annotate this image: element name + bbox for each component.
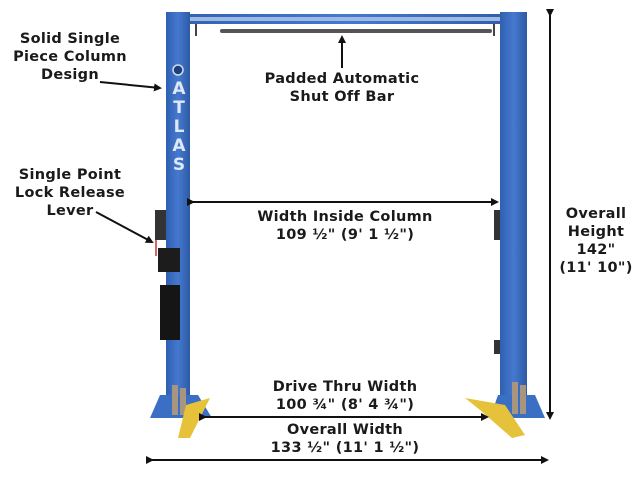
left-column [166,12,190,412]
dimension-label: Drive Thru Width [272,379,418,395]
dimension-label: Overall Width [286,422,404,438]
brand-letter: A [172,136,186,156]
overall-width-dimension: Overall Width 133 ½" (11' 1 ½") [271,421,420,457]
dimension-label: Width Inside Column [257,209,433,225]
dimension-value: 109 ½" (9' 1 ½") [275,227,415,243]
atlas-logo-icon [172,64,184,76]
power-unit [158,248,180,272]
callout-line: Solid Single [19,31,121,47]
brand-letter: T [173,98,185,118]
brand-letter: A [172,79,186,99]
callout-line: Single Point [18,167,122,183]
column-design-callout: Solid Single Piece Column Design [13,30,127,84]
column-design-arrow [99,81,162,92]
callout-line: Piece Column [13,49,127,65]
dimension-value: (11' 10") [559,260,633,276]
atlas-brand-text: A T L A S [169,80,189,175]
right-column [500,12,527,412]
width-inside-dimension: Width Inside Column 109 ½" (9' 1 ½") [257,208,432,244]
drive-thru-dimension: Drive Thru Width 100 ¾" (8' 4 ¾") [273,378,418,414]
brand-letter: S [172,155,186,175]
overall-height-dimension: Overall Height 142" (11' 10") [559,205,632,277]
dimension-value: 100 ¾" (8' 4 ¾") [275,397,415,413]
callout-line: Shut Off Bar [289,89,395,105]
dimension-value: 142" [576,242,616,258]
dimension-label: Height [567,224,625,240]
dimension-label: Overall [565,206,627,222]
lock-release-arrow [95,211,154,243]
callout-line: Lock Release [14,185,126,201]
brand-letter: L [173,117,185,137]
dimension-value: 133 ½" (11' 1 ½") [270,440,420,456]
lock-release-callout: Single Point Lock Release Lever [15,166,125,220]
shutoff-bar [220,29,492,33]
shutoff-bar-callout: Padded Automatic Shut Off Bar [265,70,420,106]
callout-line: Design [41,67,99,83]
callout-line: Lever [46,203,94,219]
callout-line: Padded Automatic [264,71,420,87]
